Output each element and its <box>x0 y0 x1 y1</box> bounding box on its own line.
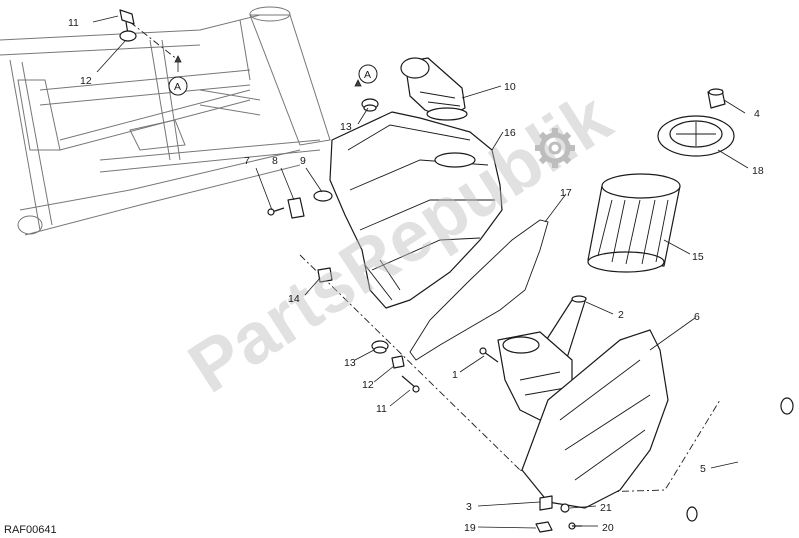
callout-21: 21 <box>600 502 612 514</box>
callout-20: 20 <box>602 522 614 534</box>
leader-lines <box>92 15 749 529</box>
clip-14 <box>317 267 333 283</box>
callout-12: 12 <box>80 75 92 87</box>
retainer-18 <box>657 115 735 157</box>
callout-labels: 11 12 13 10 16 4 7 8 9 17 18 15 14 2 6 1… <box>68 17 764 534</box>
bolt-11-top <box>119 9 135 35</box>
callout-11: 11 <box>376 403 387 415</box>
callout-13: 13 <box>340 121 352 133</box>
airbox-upper-16 <box>329 111 503 309</box>
drain-3 <box>539 495 553 511</box>
callout-3: 3 <box>466 501 472 513</box>
screw-20 <box>568 522 582 530</box>
cap-4 <box>707 88 726 109</box>
grommet-13-bottom <box>371 340 389 354</box>
gear-icon <box>535 128 575 168</box>
callout-18: 18 <box>752 165 764 177</box>
callout-19: 19 <box>464 522 476 534</box>
spacer-12-bottom <box>391 355 405 369</box>
screw-1 <box>479 347 499 363</box>
callout-14: 14 <box>288 293 300 305</box>
air-filter-15 <box>587 173 681 273</box>
reference-marker-a-frame: A <box>168 55 188 96</box>
screw-7 <box>267 207 285 216</box>
callout-11: 11 <box>68 17 79 29</box>
callout-9: 9 <box>300 155 306 167</box>
intake-snorkel-10 <box>400 57 468 121</box>
airbox-lower-6 <box>521 329 669 509</box>
breather-hose-5 <box>686 396 794 522</box>
callout-7: 7 <box>244 155 250 167</box>
callout-17: 17 <box>560 187 572 199</box>
drawing-code: RAF00641 <box>4 524 57 536</box>
callout-15: 15 <box>692 251 704 263</box>
reference-marker-a-airbox: A <box>354 64 378 87</box>
callout-6: 6 <box>694 311 700 323</box>
clip-19 <box>535 521 553 533</box>
seal-17 <box>409 219 549 361</box>
clamp-21 <box>560 503 570 513</box>
grommet-12-top <box>119 30 137 42</box>
sensor-8 <box>287 197 305 219</box>
gasket-9 <box>313 190 333 202</box>
marker-a-label: A <box>364 69 371 81</box>
bolt-11-bottom <box>401 375 420 393</box>
callout-12: 12 <box>362 379 374 391</box>
grommet-13-top <box>361 98 379 112</box>
callout-16: 16 <box>504 127 516 139</box>
marker-a-label: A <box>174 81 181 93</box>
callout-2: 2 <box>618 309 624 321</box>
callout-13: 13 <box>344 357 356 369</box>
frame-trellis <box>0 6 331 236</box>
callout-1: 1 <box>452 369 458 381</box>
callout-10: 10 <box>504 81 516 93</box>
callout-4: 4 <box>754 108 760 120</box>
callout-8: 8 <box>272 155 278 167</box>
callout-5: 5 <box>700 463 706 475</box>
